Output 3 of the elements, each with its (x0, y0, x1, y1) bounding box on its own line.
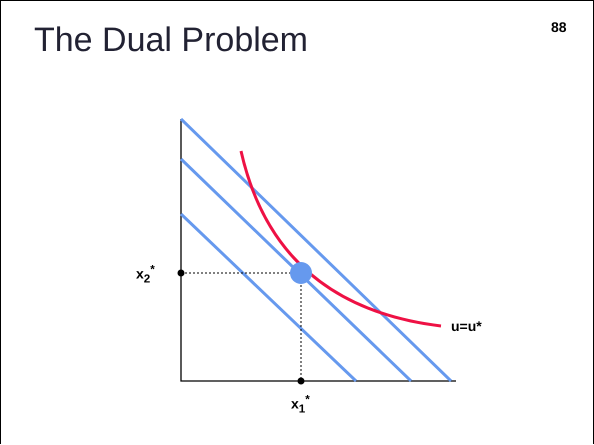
page-number: 88 (551, 19, 567, 35)
slide-title: The Dual Problem (34, 21, 308, 60)
curve-label: u=u* (451, 318, 482, 334)
